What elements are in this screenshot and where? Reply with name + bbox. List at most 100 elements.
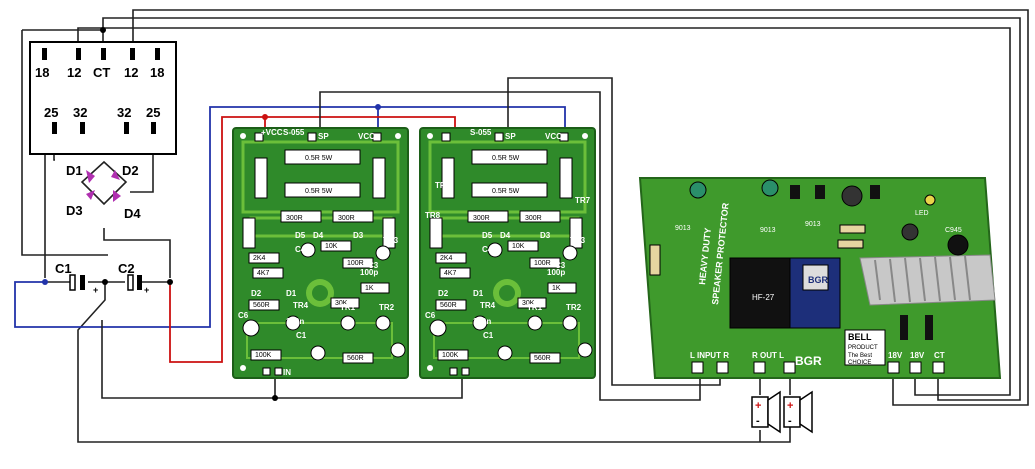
svg-text:-: - xyxy=(756,415,760,427)
board2-c100p: 100p xyxy=(547,268,565,277)
board2-tr6: TR6 xyxy=(435,181,451,190)
diode-d1-label: D1 xyxy=(66,163,83,178)
wire-input-gnd xyxy=(101,320,463,399)
board2-r560a: 560R xyxy=(440,302,457,309)
board1-d5: D5 xyxy=(295,231,306,240)
board2-d5: D5 xyxy=(482,231,493,240)
board2-c5: C5 xyxy=(580,346,591,355)
speaker-right-icon: + - xyxy=(751,390,781,434)
board1-c100n: 100n xyxy=(286,317,304,326)
cap-c2-label: C2 xyxy=(118,261,135,276)
board1-c2: C2 xyxy=(313,349,324,358)
board2-r05b: 0.5R 5W xyxy=(492,188,520,195)
diode-d2-label: D2 xyxy=(122,163,139,178)
board1-c5: C5 xyxy=(393,346,404,355)
amp-board-1: S-055 +VCC SP VCC 0.5R 5W 0.5R 5W 300R 3… xyxy=(231,126,410,380)
tap-label-b2: 32 xyxy=(117,105,131,120)
bell-line-2: PRODUCT xyxy=(848,345,878,351)
svg-text:+: + xyxy=(755,400,761,412)
board2-c2: C2 xyxy=(500,349,511,358)
tap-label-b0: 25 xyxy=(44,105,58,120)
board2-tr3: TR3 xyxy=(570,236,586,245)
tap-label-1: 12 xyxy=(67,65,81,80)
board1-r100a: 100R xyxy=(347,260,364,267)
transformer-top-pins: 18 12 CT 12 18 xyxy=(35,48,164,80)
board2-r560b: 560R xyxy=(534,355,551,362)
board2-r30k: 30K xyxy=(522,300,535,307)
power-label-2: CT xyxy=(934,351,945,360)
svg-text:+: + xyxy=(93,285,98,295)
wire-sp-a xyxy=(319,91,701,401)
amp-board-2: S-055 SP VCC 0.5R 5W 0.5R 5W 300R 300R 2… xyxy=(418,126,597,380)
board1-r560a: 560R xyxy=(253,302,270,309)
board1-c1: C1 xyxy=(296,331,307,340)
board2-r300a: 300R xyxy=(473,215,490,222)
board1-in: IN xyxy=(283,368,291,377)
wires xyxy=(14,9,1029,443)
board2-r4k7: 4K7 xyxy=(444,270,457,277)
speaker-protector-board: BGR HF-27 HEAVY DUTY SPEAKER PROTECTOR 9… xyxy=(638,177,1002,379)
tap-label-0: 18 xyxy=(35,65,49,80)
board2-code: S-055 xyxy=(470,128,492,137)
board1-d4: D4 xyxy=(313,231,324,240)
board2-d3: D3 xyxy=(540,231,551,240)
board1-d1: D1 xyxy=(286,289,297,298)
transformer-bottom-pins: 25 32 32 25 xyxy=(44,105,160,134)
cap-c1-label: C1 xyxy=(55,261,72,276)
diode-d3-icon xyxy=(86,190,95,200)
board2-d4: D4 xyxy=(500,231,511,240)
protector-part-2: 9013 xyxy=(805,221,821,228)
svg-text:+: + xyxy=(144,285,149,295)
board1-c6: C6 xyxy=(238,311,249,320)
board2-vcc-minus: VCC xyxy=(545,132,562,141)
board1-vcc-plus: +VCC xyxy=(261,128,283,137)
tap-label-b3: 25 xyxy=(146,105,160,120)
board1-code: S-055 xyxy=(283,128,305,137)
protector-part-3: LED xyxy=(915,210,929,217)
board2-c6: C6 xyxy=(425,311,436,320)
wire-tap-12b xyxy=(132,9,1029,406)
board1-r05b: 0.5R 5W xyxy=(305,188,333,195)
board2-tr8: TR8 xyxy=(425,211,441,220)
svg-text:+: + xyxy=(787,400,793,412)
board1-sp: SP xyxy=(318,132,329,141)
board1-r10k: 10K xyxy=(325,243,338,250)
board2-c3: C3 xyxy=(555,261,566,270)
heat-sink xyxy=(859,254,996,306)
board1-tr1: TR1 xyxy=(340,303,356,312)
wire-ct-left xyxy=(21,30,108,256)
board1-c100p: 100p xyxy=(360,268,378,277)
tap-label-b1: 32 xyxy=(73,105,87,120)
power-label-0: 18V xyxy=(888,351,903,360)
diode-d4-icon xyxy=(113,190,121,202)
tap-label-4: 18 xyxy=(150,65,164,80)
board1-r30k: 30K xyxy=(335,300,348,307)
bell-line-4: CHOICE xyxy=(848,360,871,366)
diode-d4-label: D4 xyxy=(124,206,141,221)
protector-part-4: C945 xyxy=(945,227,962,234)
diode-d2-icon xyxy=(111,170,120,180)
transformer: 18 12 CT 12 18 25 32 32 25 xyxy=(29,41,177,155)
wire-sp-b xyxy=(507,77,721,386)
board1-r300a: 300R xyxy=(286,215,303,222)
board1-c3: C3 xyxy=(368,261,379,270)
speaker-left-icon: + - xyxy=(783,390,813,434)
board1-vcc-minus: VCC xyxy=(358,132,375,141)
wire-cap-mid xyxy=(77,282,791,443)
board2-tr4: TR4 xyxy=(480,301,496,310)
led-icon xyxy=(924,194,936,206)
wire-bridge-bottom xyxy=(103,228,171,278)
board2-d2: D2 xyxy=(438,289,449,298)
board2-r10k: 10K xyxy=(512,243,525,250)
bridge-rectifier: D1 D2 D3 D4 xyxy=(66,160,141,221)
tap-label-2: CT xyxy=(93,65,110,80)
board2-tr1: TR1 xyxy=(527,303,543,312)
board2-tr2: TR2 xyxy=(566,303,582,312)
board1-tr3: TR3 xyxy=(383,236,399,245)
power-label-1: 18V xyxy=(910,351,925,360)
board1-r100k: 100K xyxy=(255,352,272,359)
board1-c4: C4 xyxy=(295,245,306,254)
junction-dots xyxy=(42,27,381,401)
protector-part-1: 9013 xyxy=(760,227,776,234)
